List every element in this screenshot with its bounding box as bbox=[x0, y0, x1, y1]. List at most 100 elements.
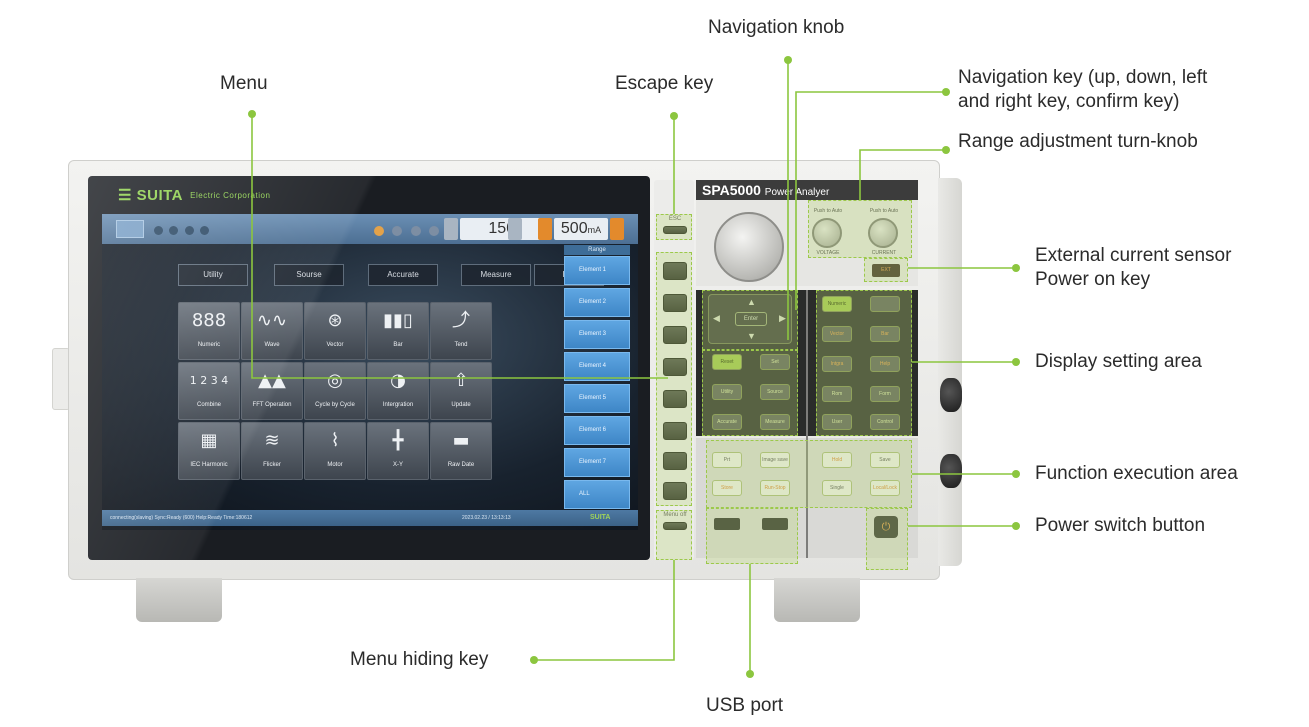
tile-label: Motor bbox=[327, 462, 343, 468]
soft-key-2[interactable] bbox=[663, 294, 687, 312]
navigation-key-label-line-2: and right key, confirm key) bbox=[958, 91, 1180, 112]
current-range-knob[interactable] bbox=[868, 218, 898, 248]
voltage-range-down[interactable] bbox=[444, 218, 458, 240]
element-all-button[interactable]: ALL bbox=[564, 480, 630, 509]
harmonic-icon: ▦ bbox=[200, 430, 218, 451]
navigation-key-highlight bbox=[702, 290, 798, 350]
tile-label: Flicker bbox=[263, 462, 281, 468]
element-5-button[interactable]: Element 5 bbox=[564, 384, 630, 413]
tile-flicker[interactable]: ≋ Flicker bbox=[241, 422, 303, 480]
arrow-left-icon[interactable]: ◀ bbox=[713, 313, 720, 323]
external-sensor-power-key[interactable]: EXT bbox=[872, 264, 900, 277]
power-switch-button[interactable]: ⏻ bbox=[874, 516, 898, 538]
wave-icon: ∿∿ bbox=[256, 310, 288, 331]
tile-update[interactable]: ⇧Update bbox=[430, 362, 492, 420]
accurate-key[interactable]: Accurate bbox=[712, 414, 742, 430]
help-key[interactable]: Help bbox=[870, 356, 900, 372]
vector-key[interactable]: Vector bbox=[822, 326, 852, 342]
voltage-range-up[interactable] bbox=[508, 218, 522, 240]
touch-screen[interactable]: 150v 500mA Range Utility Sourse Accurate… bbox=[102, 214, 638, 530]
element-6-button[interactable]: Element 6 bbox=[564, 416, 630, 445]
current-range-down[interactable] bbox=[538, 218, 552, 240]
tab-utility[interactable]: Utility bbox=[178, 264, 248, 286]
current-range-up[interactable] bbox=[610, 218, 624, 240]
soft-key-7[interactable] bbox=[663, 452, 687, 470]
ext-sensor-label-line-2: Power on key bbox=[1035, 269, 1151, 290]
element-2-button[interactable]: Element 2 bbox=[564, 288, 630, 317]
arrow-up-icon[interactable]: ▲ bbox=[747, 297, 756, 307]
brand-sub: Electric Corporation bbox=[190, 191, 271, 201]
usb-port-1[interactable] bbox=[714, 518, 740, 530]
tab-accurate[interactable]: Accurate bbox=[368, 264, 438, 286]
navigation-key-label: Navigation key (up, down, left and right… bbox=[958, 66, 1207, 114]
bar-key[interactable]: Bar bbox=[870, 326, 900, 342]
intgra-key[interactable]: Intgra bbox=[822, 356, 852, 372]
numeric-key[interactable]: Numeric bbox=[822, 296, 852, 312]
cycle-icon: ◎ bbox=[327, 370, 343, 391]
escape-key[interactable] bbox=[663, 226, 687, 234]
image-save-key[interactable]: Image save bbox=[760, 452, 790, 468]
menu-hiding-key[interactable] bbox=[663, 522, 687, 530]
prt-key[interactable]: Prt bbox=[712, 452, 742, 468]
element-7-button[interactable]: Element 7 bbox=[564, 448, 630, 477]
element-1-button[interactable]: Element 1 bbox=[564, 256, 630, 285]
tile-iec-harmonic[interactable]: ▦IEC Harmonic bbox=[178, 422, 240, 480]
soft-key-4[interactable] bbox=[663, 358, 687, 376]
current-knob-label: CURRENT bbox=[871, 250, 897, 256]
usb-port-dot bbox=[746, 670, 754, 678]
voltage-range-knob[interactable] bbox=[812, 218, 842, 248]
peak-indicators bbox=[154, 222, 240, 236]
store-key[interactable]: Store bbox=[712, 480, 742, 496]
screen-status-bar: connecting(slaving) Sync:Ready (600) Hel… bbox=[102, 510, 638, 526]
form-key[interactable]: Form bbox=[870, 386, 900, 402]
set-key[interactable]: Set bbox=[760, 354, 790, 370]
save-key[interactable]: Save bbox=[870, 452, 900, 468]
tile-intergration[interactable]: ◑Intergration bbox=[367, 362, 429, 420]
usb-port-2[interactable] bbox=[762, 518, 788, 530]
navigation-knob[interactable] bbox=[714, 212, 784, 282]
element-3-button[interactable]: Element 3 bbox=[564, 320, 630, 349]
navigation-knob-label: Navigation knob bbox=[708, 17, 845, 38]
rom-key[interactable]: Rom bbox=[822, 386, 852, 402]
mode-indicator[interactable] bbox=[116, 220, 144, 238]
soft-key-8[interactable] bbox=[663, 482, 687, 500]
soft-key-1[interactable] bbox=[663, 262, 687, 280]
trend-icon: ⤴ bbox=[452, 310, 470, 331]
update-icon: ⇧ bbox=[453, 370, 469, 391]
tile-tend[interactable]: ⤴Tend bbox=[430, 302, 492, 360]
tab-measure[interactable]: Measure bbox=[461, 264, 531, 286]
measure-key[interactable]: Measure bbox=[760, 414, 790, 430]
tile-bar[interactable]: ▮▮▯Bar bbox=[367, 302, 429, 360]
status-date: 2023.02.23 / 13:13:13 bbox=[462, 515, 511, 521]
hold-key[interactable]: Hold bbox=[822, 452, 852, 468]
confirm-key[interactable]: Enter bbox=[735, 312, 767, 326]
tile-raw-date[interactable]: ▬Raw Date bbox=[430, 422, 492, 480]
arrow-right-icon[interactable]: ▶ bbox=[779, 313, 786, 323]
control-key[interactable]: Control bbox=[870, 414, 900, 430]
push-auto-label-voltage: Push to Auto bbox=[813, 208, 843, 214]
soft-key-6[interactable] bbox=[663, 422, 687, 440]
element-4-button[interactable]: Element 4 bbox=[564, 352, 630, 381]
tile-motor[interactable]: ⌇Motor bbox=[304, 422, 366, 480]
foot-left bbox=[136, 578, 222, 622]
tile-cycle-by-cycle[interactable]: ◎Cycle by Cycle bbox=[304, 362, 366, 420]
user-key[interactable]: User bbox=[822, 414, 852, 430]
single-key[interactable]: Single bbox=[822, 480, 852, 496]
tab-sourse[interactable]: Sourse bbox=[274, 264, 344, 286]
local-lock-key[interactable]: Local/Lock bbox=[870, 480, 900, 496]
soft-key-5[interactable] bbox=[663, 390, 687, 408]
reset-key[interactable]: Reset bbox=[712, 354, 742, 370]
tile-x-y[interactable]: ╋X-Y bbox=[367, 422, 429, 480]
tile-vector[interactable]: ⊛Vector bbox=[304, 302, 366, 360]
navigation-pad[interactable]: ▲ ▼ ◀ ▶ Enter bbox=[708, 294, 792, 344]
soft-key-3[interactable] bbox=[663, 326, 687, 344]
source-key[interactable]: Source bbox=[760, 384, 790, 400]
utility-key[interactable]: Utility bbox=[712, 384, 742, 400]
wave-key[interactable] bbox=[870, 296, 900, 312]
run-stop-key[interactable]: Run-Stop bbox=[760, 480, 790, 496]
flicker-icon: ≋ bbox=[264, 430, 280, 451]
menu-hiding-leader bbox=[534, 560, 675, 661]
arrow-down-icon[interactable]: ▼ bbox=[747, 331, 756, 341]
